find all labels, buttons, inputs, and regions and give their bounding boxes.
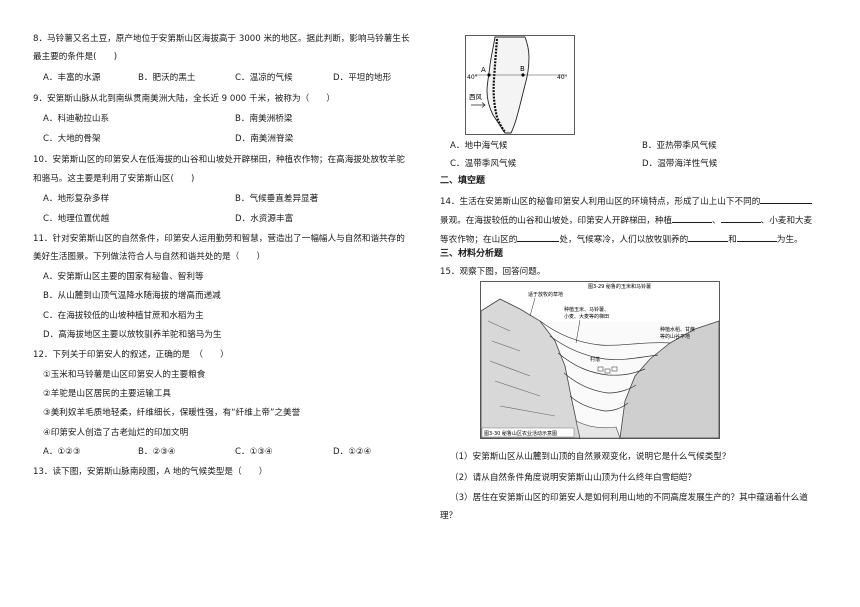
- q9-option-c[interactable]: C．大地的骨架: [43, 134, 101, 144]
- q11-option-c[interactable]: C．在海拔较低的山坡种植甘蔗和水稻为主: [43, 311, 204, 321]
- q8-stem-line1: 8．马铃薯又名土豆，原产地位于安第斯山区海拔高于 3000 米的地区。据此判断，…: [33, 34, 410, 44]
- label-b: B: [520, 65, 525, 73]
- q11-option-a[interactable]: A．安第斯山区主要的国家有秘鲁、智利等: [43, 272, 204, 282]
- q11-stem-line2: 美好生活图景。下列做法符合人与自然和谐共处的是（ ）: [33, 252, 266, 262]
- q12-item-4: ④印第安人创造了古老灿烂的印加文明: [43, 428, 189, 438]
- q8-option-c[interactable]: C．温凉的气候: [235, 73, 293, 83]
- q11-option-b[interactable]: B．从山麓到山顶气温降水随海拔的增高而递减: [43, 291, 221, 301]
- q12-item-1: ①玉米和马铃薯是山区印第安人的主要粮食: [43, 370, 206, 380]
- q15-sub1: （1）安第斯山区从山麓到山顶的自然景观变化，说明它是什么气候类型？: [450, 452, 731, 462]
- q9-option-b[interactable]: B．南美洲桥梁: [235, 114, 293, 124]
- point-a-marker: [487, 73, 491, 77]
- q13-option-d[interactable]: D．温带海洋性气候: [642, 159, 718, 169]
- q14-line2: 景观。在海拔较低的山谷和山坡处，印第安人开辟梯田，种植 、 、小麦和大麦: [440, 213, 812, 227]
- q14-line2-tail: 、小麦和大麦: [760, 216, 813, 226]
- figure-caption-box: [481, 427, 575, 438]
- terrace-line-5: [569, 395, 629, 412]
- terrace-line-2: [549, 335, 659, 360]
- figure-caption-top: 图3-29 秘鲁的玉米和马铃薯: [588, 283, 651, 290]
- right-mountain: [619, 320, 720, 439]
- q9-stem: 9．安第斯山脉从北到南纵贯南美洲大陆，全长近 9 000 千米，被称为（ ）: [33, 94, 335, 104]
- figure-label-terrace-2: 小麦、大麦等的梯田: [564, 313, 609, 320]
- figure-label-village: 村落: [590, 356, 600, 363]
- q14-blank-4[interactable]: [517, 232, 560, 242]
- q14-blank-1[interactable]: [760, 194, 813, 204]
- q12-item-2: ②羊驼是山区居民的主要运输工具: [43, 389, 172, 399]
- q15-stem: 15．观察下图，回答问题。: [440, 267, 546, 277]
- terrace-line-1: [539, 320, 671, 346]
- lat-right: 40°: [557, 74, 568, 81]
- q10-option-b[interactable]: B．气候垂直差异显著: [235, 194, 319, 204]
- section-fill-in-title: 二、填空题: [440, 176, 486, 186]
- village-house-icon: [604, 368, 611, 374]
- q11-option-d[interactable]: D．高海拔地区主要以放牧驯养羊驼和骆马为生: [43, 330, 222, 340]
- q14-blank-3[interactable]: [720, 213, 761, 223]
- q13-option-a[interactable]: A．地中海气候: [450, 141, 508, 151]
- figure-label-terrace-1: 种植玉米、马铃薯、: [564, 306, 609, 313]
- q14-line2-text: 景观。在海拔较低的山谷和山坡处，印第安人开辟梯田，种植: [440, 216, 673, 226]
- q14-line3-text: 等农作物；在山区的: [440, 235, 518, 245]
- q12-option-b[interactable]: B．②③④: [138, 447, 176, 457]
- q8-option-b[interactable]: B．肥沃的黑土: [138, 73, 196, 83]
- q10-option-a[interactable]: A．地形复杂多样: [43, 194, 110, 204]
- andes-ridge: [492, 38, 506, 133]
- q10-option-c[interactable]: C．地理位置优越: [43, 214, 110, 224]
- q14-line3-tail: 为生。: [776, 235, 803, 245]
- lat-left: 40°: [467, 74, 478, 81]
- q12-option-d[interactable]: D．①②④: [333, 447, 372, 457]
- left-mountain-texture: [487, 320, 556, 417]
- q8-option-a[interactable]: A．丰富的水源: [43, 73, 101, 83]
- section-material-title: 三、材料分析题: [440, 249, 504, 259]
- village-house-icon: [611, 366, 618, 372]
- q12-option-c[interactable]: C．①③④: [235, 447, 273, 457]
- terrace-line-4: [563, 372, 637, 394]
- q9-option-a[interactable]: A．科迪勒拉山系: [43, 114, 110, 124]
- q14-line3: 等农作物；在山区的 处，气候寒冷，人们以放牧驯养的 和 为生。: [440, 232, 803, 246]
- q13-option-c[interactable]: C．温带季风气候: [450, 159, 517, 169]
- q9-option-d[interactable]: D．南美洲脊梁: [235, 134, 294, 144]
- village-house-icon: [597, 366, 604, 372]
- q13-stem: 13．读下图，安第斯山脉南段图，A 地的气候类型是（ ）: [33, 467, 268, 477]
- q15-sub2: （2）请从自然条件角度说明安第斯山山顶为什么终年白雪皑皑？: [450, 473, 697, 483]
- valley-floor: [575, 420, 621, 439]
- q11-stem-line1: 11．针对安第斯山区的自然条件，印第安人运用勤劳和智慧，营造出了一幅幅人与自然和…: [33, 234, 405, 244]
- wind-label: 西风: [469, 93, 483, 101]
- pointer-line: [529, 297, 536, 317]
- q14-line1: 14．生活在安第斯山区的秘鲁印第安人利用山区的环境特点，形成了山上山下不同的: [440, 194, 813, 208]
- q14-blank-6[interactable]: [736, 232, 777, 242]
- left-mountain: [480, 298, 581, 439]
- q14-line3-mid: 处，气候寒冷，人们以放牧驯养的: [559, 235, 689, 245]
- andes-south-map: A B 40° 40° 西风: [465, 35, 575, 135]
- pointer-line: [575, 319, 581, 344]
- q15-sub3-line1: （3）居住在安第斯山区的印第安人是如何利用山地的不同高度发展生产的？其中蕴涵着什…: [450, 493, 808, 503]
- q8-option-d[interactable]: D．平坦的地形: [333, 73, 392, 83]
- figure-label-valley-1: 种植水稻、甘蔗: [660, 326, 695, 333]
- figure-label-pasture: 适于放牧的草地: [528, 291, 563, 298]
- q15-sub3-line2: 理？: [440, 511, 458, 521]
- q10-stem-line1: 10．安第斯山区的印第安人在低海拔的山谷和山坡处开辟梯田，种植农作物；在高海拔处…: [33, 155, 405, 165]
- q14-line1-text: 14．生活在安第斯山区的秘鲁印第安人利用山区的环境特点，形成了山上山下不同的: [440, 197, 761, 207]
- q12-option-a[interactable]: A．①②③: [43, 447, 81, 457]
- q14-blank-2[interactable]: [672, 213, 713, 223]
- terrace-line-3: [557, 352, 646, 376]
- q14-blank-5[interactable]: [688, 232, 729, 242]
- figure-label-valley-2: 等的山谷平地: [660, 333, 690, 340]
- q12-item-3: ③美利奴羊毛质地轻柔，纤维细长，保暖性强，有“纤维上帝”之美誉: [43, 408, 301, 418]
- q10-option-d[interactable]: D．水资源丰富: [235, 214, 294, 224]
- peru-agriculture-figure: 图3-29 秘鲁的玉米和马铃薯 适于放牧的草地 种植玉米、马铃薯、 小麦、大麦等…: [480, 281, 720, 439]
- q14-line2-sep: 、: [712, 216, 721, 226]
- figure-caption-bottom: 图3-30 秘鲁山区农业活动示意图: [484, 430, 557, 437]
- wind-arrow-icon: [471, 102, 486, 108]
- q12-stem: 12．下列关于印第安人的叙述，正确的是 （ ）: [33, 350, 229, 360]
- point-b-marker: [521, 73, 525, 77]
- q14-line3-and: 和: [728, 235, 737, 245]
- q8-stem-line2: 最主要的条件是( ): [33, 52, 118, 62]
- label-a: A: [481, 66, 486, 74]
- q13-option-b[interactable]: B．亚热带季风气候: [642, 141, 717, 151]
- q10-stem-line2: 和骆马。这主要是利用了安第斯山区( ): [33, 174, 195, 184]
